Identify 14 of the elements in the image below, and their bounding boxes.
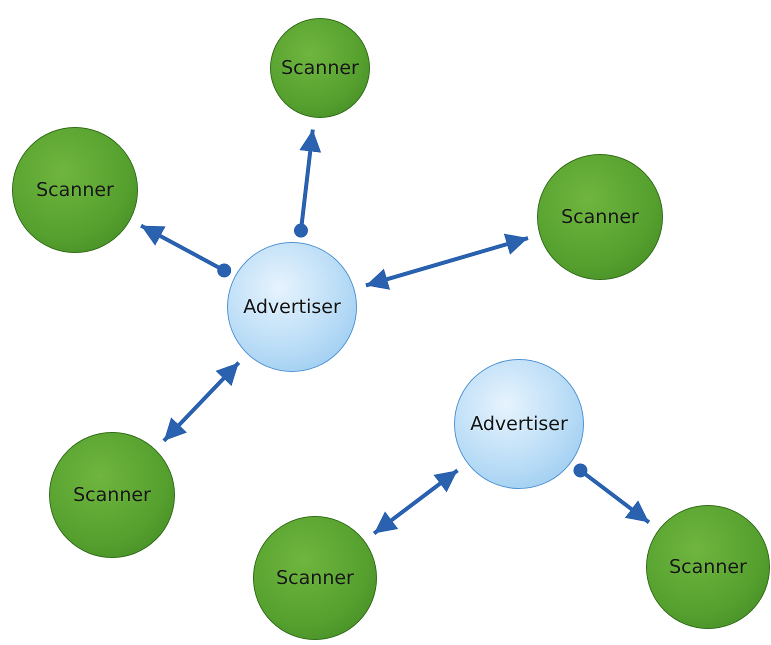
node-label: Scanner — [281, 57, 359, 79]
node-label: Scanner — [36, 179, 114, 201]
node-label: Scanner — [276, 567, 354, 589]
arrow — [365, 234, 529, 290]
node-label: Scanner — [669, 556, 747, 578]
arrow — [140, 224, 232, 278]
arrow — [372, 468, 459, 536]
arrow — [294, 129, 322, 238]
node-label: Scanner — [73, 484, 151, 506]
node-label: Scanner — [561, 206, 639, 228]
node-label: Advertiser — [243, 296, 341, 318]
arrow — [573, 463, 650, 524]
arrow — [162, 361, 240, 442]
node-label: Advertiser — [470, 413, 568, 435]
